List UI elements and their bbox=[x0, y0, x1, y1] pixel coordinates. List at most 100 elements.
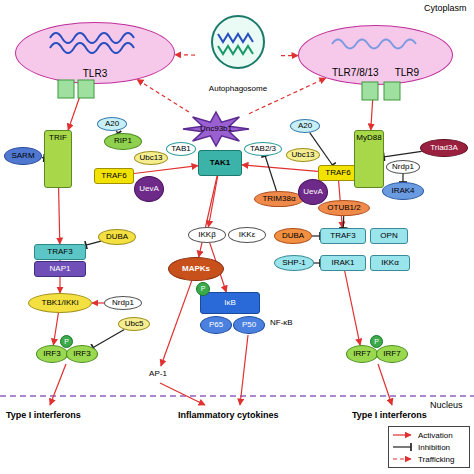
inhibition-line bbox=[265, 156, 276, 191]
legend-sample bbox=[392, 442, 414, 452]
node-text: P65 bbox=[209, 321, 223, 330]
star-shape: Unc93b1 bbox=[183, 112, 249, 146]
protein-box: IκB bbox=[200, 292, 260, 314]
protein-box: MyD88 bbox=[354, 130, 384, 188]
node-text: UevA bbox=[303, 188, 323, 197]
node-text: SARM bbox=[11, 152, 34, 161]
activation-arrow bbox=[59, 188, 60, 244]
inhibition-line bbox=[384, 151, 422, 157]
node-text: TRIM38α bbox=[262, 195, 295, 204]
protein-ellipse: Ubc13 bbox=[134, 151, 168, 165]
text-label: Inflammatory cytokines bbox=[178, 410, 279, 420]
text-label: Type I interferons bbox=[352, 410, 427, 420]
node-text: TRAF6 bbox=[325, 169, 350, 178]
protein-ellipse: P50 bbox=[233, 316, 265, 334]
node-text: IRF3 bbox=[43, 350, 60, 359]
text-node: AP-1 bbox=[140, 366, 176, 382]
node-text: P bbox=[201, 285, 206, 293]
legend-box: ActivationInhibitionTrafficking bbox=[388, 426, 470, 468]
inhibition-line bbox=[402, 174, 403, 182]
protein-ellipse: TRIM38α bbox=[254, 191, 304, 207]
node-text: SHP-1 bbox=[282, 259, 306, 268]
receptor-domain bbox=[78, 80, 94, 98]
node-text: TAK1 bbox=[210, 159, 230, 168]
nucleic-acid-strand bbox=[218, 46, 253, 54]
node-text: OTUB1/2 bbox=[327, 204, 360, 213]
autophagosome-membrane bbox=[212, 16, 264, 68]
activation-arrow bbox=[161, 281, 192, 366]
node-text: IRF3 bbox=[73, 350, 90, 359]
node-text: P50 bbox=[242, 321, 256, 330]
protein-ellipse: Nrdp1 bbox=[386, 160, 420, 174]
node-text: P bbox=[374, 338, 379, 346]
text-label: Nucleus bbox=[430, 400, 463, 410]
protein-ellipse: P65 bbox=[200, 316, 232, 334]
node-text: A20 bbox=[105, 120, 119, 129]
node-text: IRF7 bbox=[353, 350, 370, 359]
protein-ellipse: A20 bbox=[290, 119, 320, 133]
output-arrow bbox=[160, 383, 205, 405]
protein-box: TRAF3 bbox=[34, 244, 86, 260]
protein-box: OPN bbox=[370, 228, 408, 244]
legend-sample bbox=[392, 454, 414, 464]
receptor-domain bbox=[362, 82, 378, 100]
protein-ellipse: IKKβ bbox=[188, 227, 226, 243]
trafficking-arrow bbox=[175, 54, 195, 56]
protein-box: IKKα bbox=[370, 255, 410, 271]
legend-text: Trafficking bbox=[418, 455, 454, 464]
node-text: A20 bbox=[298, 122, 312, 131]
node-text: Triad3A bbox=[430, 144, 458, 153]
protein-box: TRAF6 bbox=[318, 165, 358, 181]
node-text: RIP1 bbox=[114, 137, 132, 146]
phospho-circle: P bbox=[370, 335, 383, 348]
protein-ellipse: OTUB1/2 bbox=[318, 200, 370, 216]
activation-arrow bbox=[345, 271, 360, 345]
trafficking-arrow bbox=[249, 78, 326, 114]
node-text: IKKβ bbox=[198, 231, 216, 240]
node-text: Unc93b1 bbox=[200, 125, 232, 134]
protein-ellipse: SHP-1 bbox=[274, 255, 314, 271]
protein-ellipse: IRF3 bbox=[66, 345, 98, 363]
protein-ellipse: TBK1/IKKi bbox=[28, 293, 92, 313]
protein-ellipse: Ubc13 bbox=[286, 148, 320, 162]
activation-arrow bbox=[53, 313, 58, 345]
output-arrow bbox=[50, 364, 66, 405]
node-text: TLR9 bbox=[395, 67, 419, 78]
legend-line bbox=[393, 458, 411, 459]
legend-row: Inhibition bbox=[392, 441, 466, 453]
legend-text: Activation bbox=[418, 431, 453, 440]
protein-ellipse: DUBA bbox=[274, 228, 312, 244]
node-text: MAPKs bbox=[182, 265, 210, 274]
protein-ellipse: IRF3 bbox=[36, 345, 68, 363]
nucleus-membrane bbox=[0, 395, 474, 397]
protein-box: TAK1 bbox=[198, 150, 242, 176]
node-text: MyD88 bbox=[356, 134, 381, 143]
protein-ellipse: DUBA bbox=[98, 229, 136, 245]
node-text: NAP1 bbox=[50, 265, 71, 274]
node-text: OPN bbox=[380, 232, 397, 241]
protein-ellipse: TAB2/3 bbox=[244, 142, 282, 156]
output-arrow bbox=[378, 364, 392, 405]
node-text: IRF7 bbox=[383, 350, 400, 359]
inhibition-line bbox=[86, 241, 101, 245]
protein-ellipse: IRF7 bbox=[346, 345, 378, 363]
protein-ellipse: A20 bbox=[97, 117, 127, 131]
star-outline bbox=[183, 112, 249, 146]
inhibition-line bbox=[93, 330, 124, 348]
legend-line bbox=[393, 434, 411, 435]
legend-row: Activation bbox=[392, 429, 466, 441]
activation-arrow bbox=[208, 176, 217, 227]
protein-ellipse: SARM bbox=[4, 147, 42, 165]
protein-ellipse: Triad3A bbox=[420, 139, 468, 157]
protein-ellipse: TLR3 bbox=[15, 22, 175, 84]
output-arrow bbox=[240, 335, 248, 405]
inhibition-line bbox=[343, 216, 345, 228]
node-text: IκB bbox=[224, 299, 236, 308]
node-text: DUBA bbox=[282, 232, 304, 241]
activation-arrow bbox=[199, 176, 217, 257]
phospho-circle: P bbox=[196, 282, 210, 296]
receptor-domain bbox=[384, 82, 400, 100]
node-text: P bbox=[64, 338, 69, 346]
